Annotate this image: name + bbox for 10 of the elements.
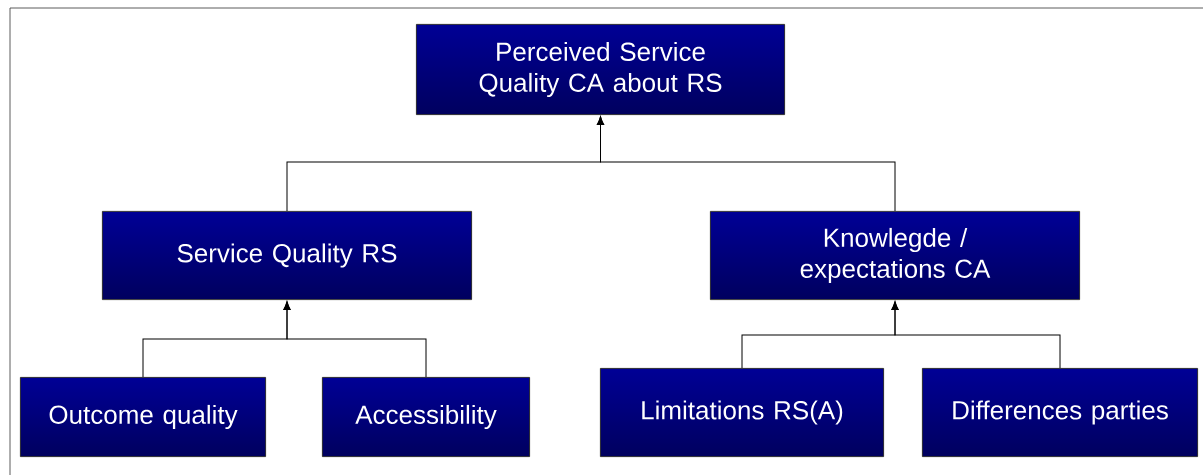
concept-box: Limitations RS(A) xyxy=(600,368,884,457)
concept-box: Accessibility xyxy=(322,377,530,457)
concept-box: Differences parties xyxy=(922,368,1198,457)
concept-box: Knowlegde / expectations CA xyxy=(710,211,1080,300)
concept-box: Outcome quality xyxy=(20,377,266,457)
arrow xyxy=(283,301,427,378)
arrow xyxy=(596,116,896,212)
concept-box: Perceived Service Quality CA about RS xyxy=(416,24,785,115)
arrow xyxy=(891,301,1061,369)
concept-box: Service Quality RS xyxy=(102,211,472,300)
